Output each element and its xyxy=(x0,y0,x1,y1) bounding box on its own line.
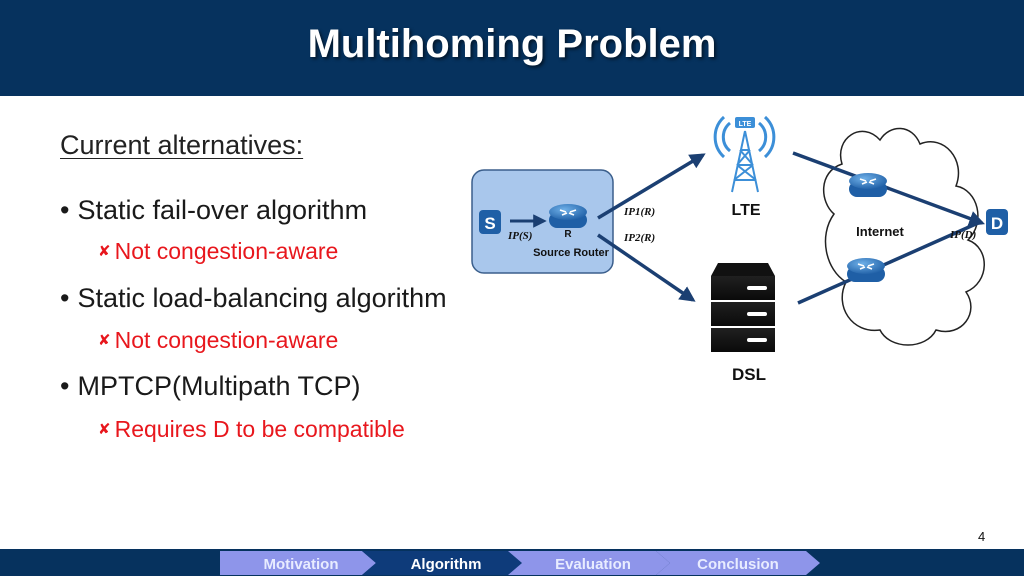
cross-icon: ✘ xyxy=(98,243,111,260)
nav-tab-conclusion[interactable]: Conclusion xyxy=(656,551,820,575)
nav-tab-motivation[interactable]: Motivation xyxy=(220,551,376,575)
nav-label: Motivation xyxy=(264,556,339,573)
bullet-glyph: • xyxy=(60,283,70,313)
bullet-glyph: • xyxy=(60,195,70,225)
internet-router-icon xyxy=(847,258,885,282)
ip1-label: IP1(R) xyxy=(623,206,655,218)
source-node: S xyxy=(479,210,501,234)
internet-router-icon xyxy=(849,173,887,197)
sub-bullet-item: ✘Not congestion-aware xyxy=(98,327,338,354)
router-letter: R xyxy=(564,229,572,240)
title-bar: Multihoming Problem xyxy=(0,0,1024,96)
nav-tab-evaluation[interactable]: Evaluation xyxy=(508,551,670,575)
sub-bullet-item: ✘Not congestion-aware xyxy=(98,238,338,265)
link-to-dsl xyxy=(597,233,696,302)
link-dsl-to-destination xyxy=(797,221,979,305)
cross-icon: ✘ xyxy=(98,332,111,349)
page-title: Multihoming Problem xyxy=(307,22,717,66)
bullet-text: Static fail-over algorithm xyxy=(77,195,368,225)
subheading: Current alternatives: xyxy=(60,130,304,160)
sub-bullet-text: Not congestion-aware xyxy=(114,238,339,264)
link-to-lte xyxy=(597,153,706,220)
nav-tab-algorithm[interactable]: Algorithm xyxy=(362,551,522,575)
cross-icon: ✘ xyxy=(98,421,111,438)
destination-ip-label: IP(D) xyxy=(949,229,976,241)
sub-bullet-item: ✘Requires D to be compatible xyxy=(98,416,405,443)
nav-label: Evaluation xyxy=(555,556,631,573)
sub-bullet-text: Requires D to be compatible xyxy=(114,416,405,442)
lte-label: LTE xyxy=(731,202,760,219)
lte-tower-icon: LTE xyxy=(713,115,776,193)
router-icon xyxy=(549,204,587,228)
destination-node: D xyxy=(986,209,1008,235)
ip2-label: IP2(R) xyxy=(623,232,655,244)
bullet-item: •MPTCP(Multipath TCP) xyxy=(60,371,361,402)
dsl-server-icon xyxy=(711,263,775,352)
destination-label: D xyxy=(991,214,1003,233)
source-label: S xyxy=(484,214,495,233)
sub-bullet-text: Not congestion-aware xyxy=(114,327,339,353)
bullet-glyph: • xyxy=(60,371,70,401)
page-number: 4 xyxy=(978,529,986,544)
link-lte-to-destination xyxy=(792,151,985,227)
internet-label: Internet xyxy=(856,224,904,239)
nav-label: Algorithm xyxy=(411,556,482,573)
router-label: Source Router xyxy=(533,247,610,259)
nav-label: Conclusion xyxy=(697,556,779,573)
dsl-label: DSL xyxy=(732,365,766,384)
source-ip-label: IP(S) xyxy=(507,230,532,242)
lte-badge-text: LTE xyxy=(739,121,752,128)
bullet-item: •Static fail-over algorithm xyxy=(60,195,367,226)
bullet-text: Static load-balancing algorithm xyxy=(77,283,447,313)
bullet-item: •Static load-balancing algorithm xyxy=(60,283,447,314)
bullet-text: MPTCP(Multipath TCP) xyxy=(77,371,361,401)
